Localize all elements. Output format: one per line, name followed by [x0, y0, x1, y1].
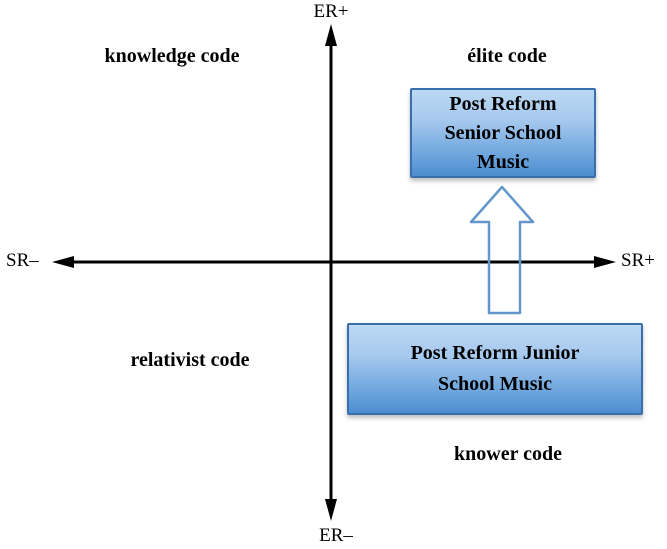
- axis-label-sr-plus: SR+: [621, 250, 655, 271]
- horizontal-axis-arrowhead-left: [52, 256, 74, 268]
- quadrant-label-knowledge-code: knowledge code: [104, 45, 240, 67]
- axis-label-er-minus: ER–: [319, 525, 353, 546]
- vertical-axis-arrowhead-bottom: [325, 499, 337, 521]
- junior-school-music-box: Post Reform Junior School Music: [347, 323, 643, 415]
- vertical-axis-arrowhead-top: [325, 24, 337, 46]
- axis-label-sr-minus: SR–: [6, 250, 39, 271]
- quadrant-label-knower-code: knower code: [454, 443, 562, 465]
- box-text-line: Senior School: [444, 121, 562, 144]
- senior-school-music-box: Post Reform Senior School Music: [410, 88, 596, 178]
- up-block-arrow: [469, 185, 535, 315]
- quadrant-label-relativist-code: relativist code: [130, 349, 250, 371]
- box-text-line: School Music: [438, 373, 552, 395]
- box-text-line: Music: [476, 150, 530, 173]
- box-text-line: Post Reform: [449, 92, 557, 115]
- axis-label-er-plus: ER+: [313, 1, 349, 22]
- quadrant-label-elite-code: élite code: [467, 45, 547, 67]
- horizontal-axis-arrowhead-right: [594, 256, 616, 268]
- box-text-line: Post Reform Junior: [410, 342, 580, 364]
